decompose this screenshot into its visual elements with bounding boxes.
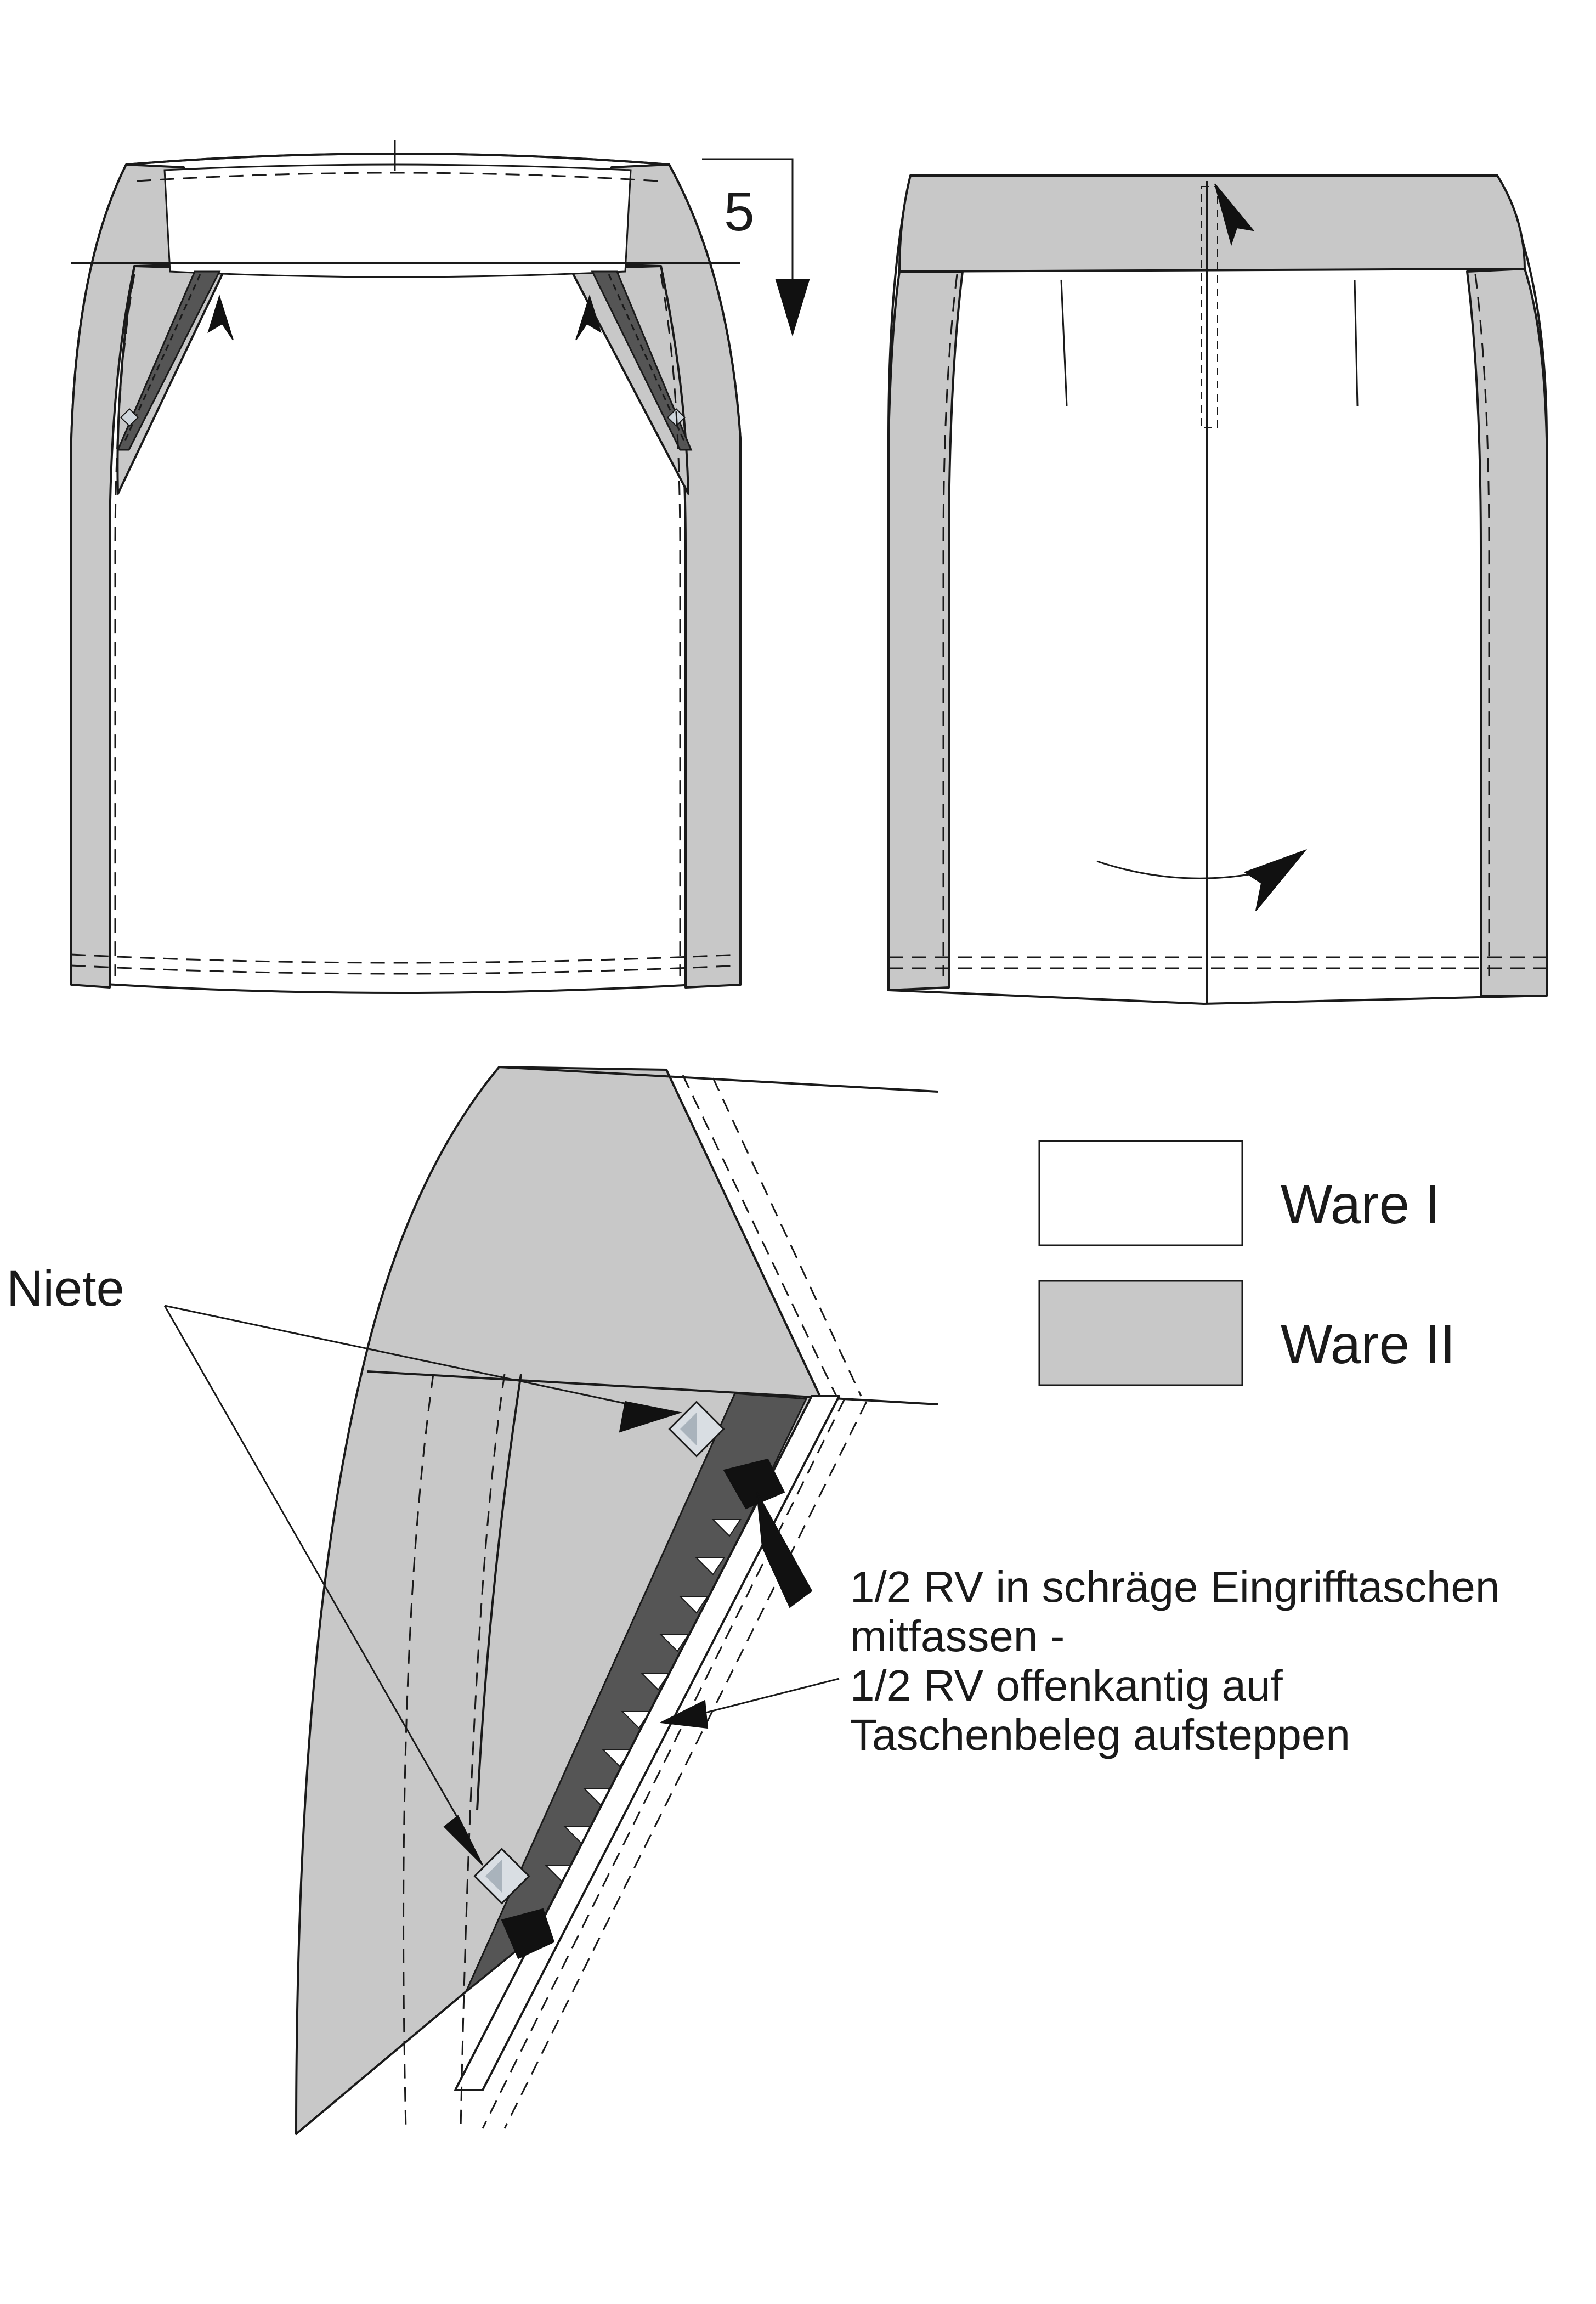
instruction-line-3: 1/2 RV offenkantig auf	[850, 1661, 1283, 1710]
front-left-rivet-icon	[120, 408, 139, 427]
legend-swatch-ware-i	[1038, 1140, 1243, 1246]
rivet-label: Niete	[7, 1261, 124, 1317]
step-number: 5	[724, 181, 755, 242]
zipper-pocket-detail	[163, 1066, 938, 2135]
instruction-line-1: 1/2 RV in schräge Eingrifftaschen	[850, 1562, 1499, 1611]
instruction-text: 1/2 RV in schräge Eingrifftaschen mitfas…	[850, 1562, 1499, 1759]
back-waistband	[898, 174, 1526, 273]
detail-rivet-top-icon	[668, 1401, 725, 1458]
zipper-teeth	[544, 1519, 742, 1883]
legend: Ware I Ware II	[1038, 1140, 1456, 1386]
legend-label-ware-i: Ware I	[1281, 1174, 1440, 1235]
instruction-line-2: mitfassen -	[850, 1612, 1065, 1661]
instruction-line-4: Taschenbeleg aufsteppen	[850, 1710, 1350, 1759]
legend-label-ware-ii: Ware II	[1281, 1314, 1456, 1375]
skirt-front-view: 5	[70, 140, 810, 994]
back-right-side-panel	[1466, 268, 1548, 997]
detail-rivet-bottom-icon	[473, 1848, 530, 1905]
skirt-back-view	[887, 174, 1548, 1005]
detail-side-panel	[295, 1066, 821, 2135]
legend-swatch-ware-ii	[1038, 1280, 1243, 1386]
front-right-pocket-facing	[569, 265, 689, 495]
